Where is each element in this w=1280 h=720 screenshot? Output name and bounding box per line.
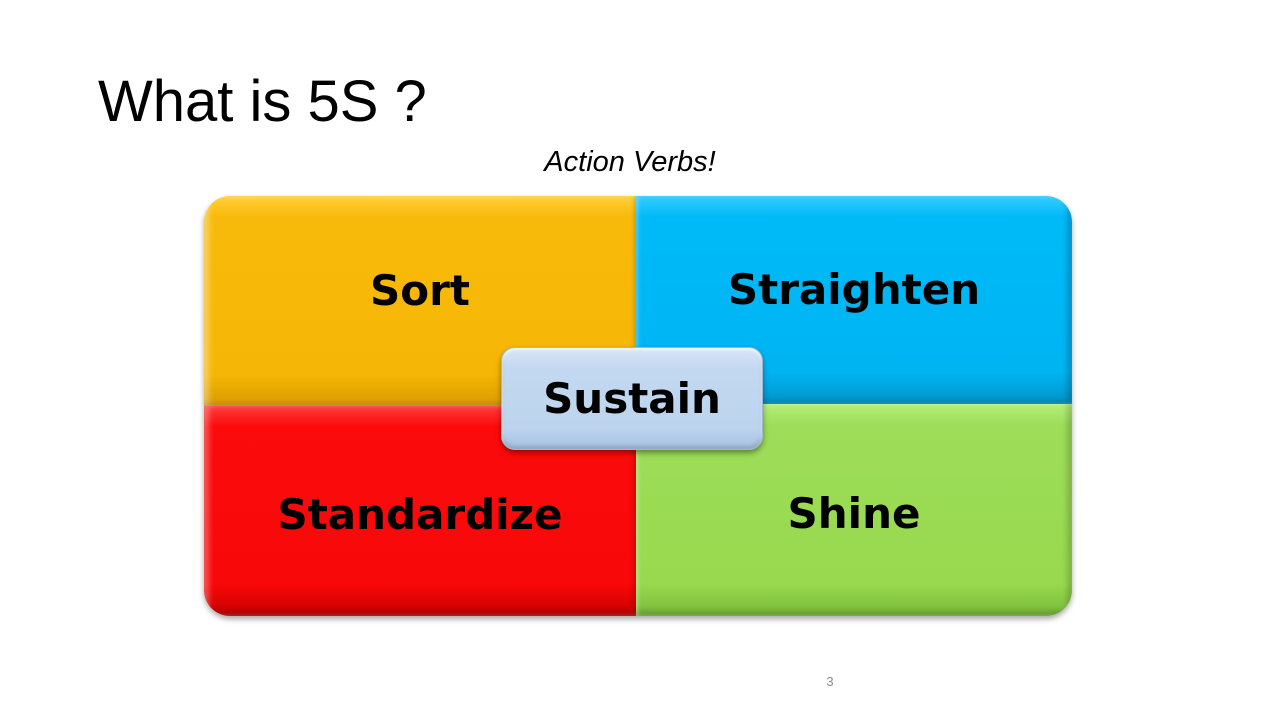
quadrant-sort: Sort bbox=[204, 196, 636, 406]
slide-title: What is 5S ? bbox=[98, 69, 427, 134]
quadrant-shine-label: Shine bbox=[787, 488, 921, 538]
center-sustain-box: Sustain bbox=[501, 347, 763, 450]
quadrant-sort-label: Sort bbox=[370, 265, 470, 315]
quadrant-standardize-label: Standardize bbox=[277, 489, 563, 539]
page-number: 3 bbox=[826, 674, 834, 689]
center-sustain-label: Sustain bbox=[543, 374, 721, 423]
quadrant-standardize: Standardize bbox=[204, 406, 636, 616]
quadrant-straighten-label: Straighten bbox=[727, 264, 981, 314]
slide-subtitle: Action Verbs! bbox=[544, 146, 716, 178]
